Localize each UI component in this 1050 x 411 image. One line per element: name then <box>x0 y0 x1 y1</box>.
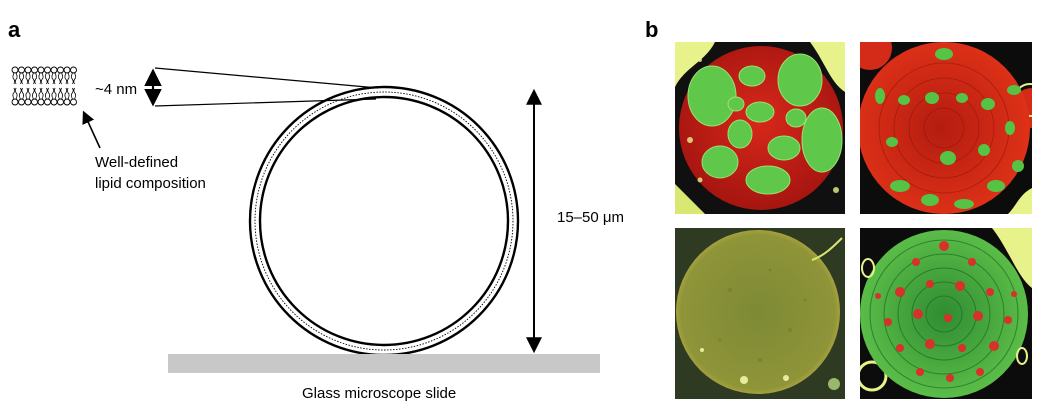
glass-slide <box>168 354 600 373</box>
diameter-label: 15–50 μm <box>557 209 624 226</box>
panel-b-letter: b <box>645 17 658 42</box>
slide-label: Glass microscope slide <box>302 385 456 402</box>
micrograph-top-left <box>675 42 845 214</box>
micrograph-bottom-left <box>675 228 845 399</box>
lipid-bilayer-icon <box>11 66 77 106</box>
micrograph-bottom-right <box>860 228 1032 399</box>
composition-arrow <box>82 110 101 149</box>
giant-vesicle <box>248 85 520 357</box>
composition-label-line2: lipid composition <box>95 175 206 192</box>
thickness-label: ~4 nm <box>95 81 137 98</box>
composition-label-line1: Well-defined <box>95 154 178 171</box>
micrograph-top-right <box>860 42 1032 214</box>
zoom-line-top <box>154 67 379 89</box>
panel-a-letter: a <box>8 17 21 42</box>
